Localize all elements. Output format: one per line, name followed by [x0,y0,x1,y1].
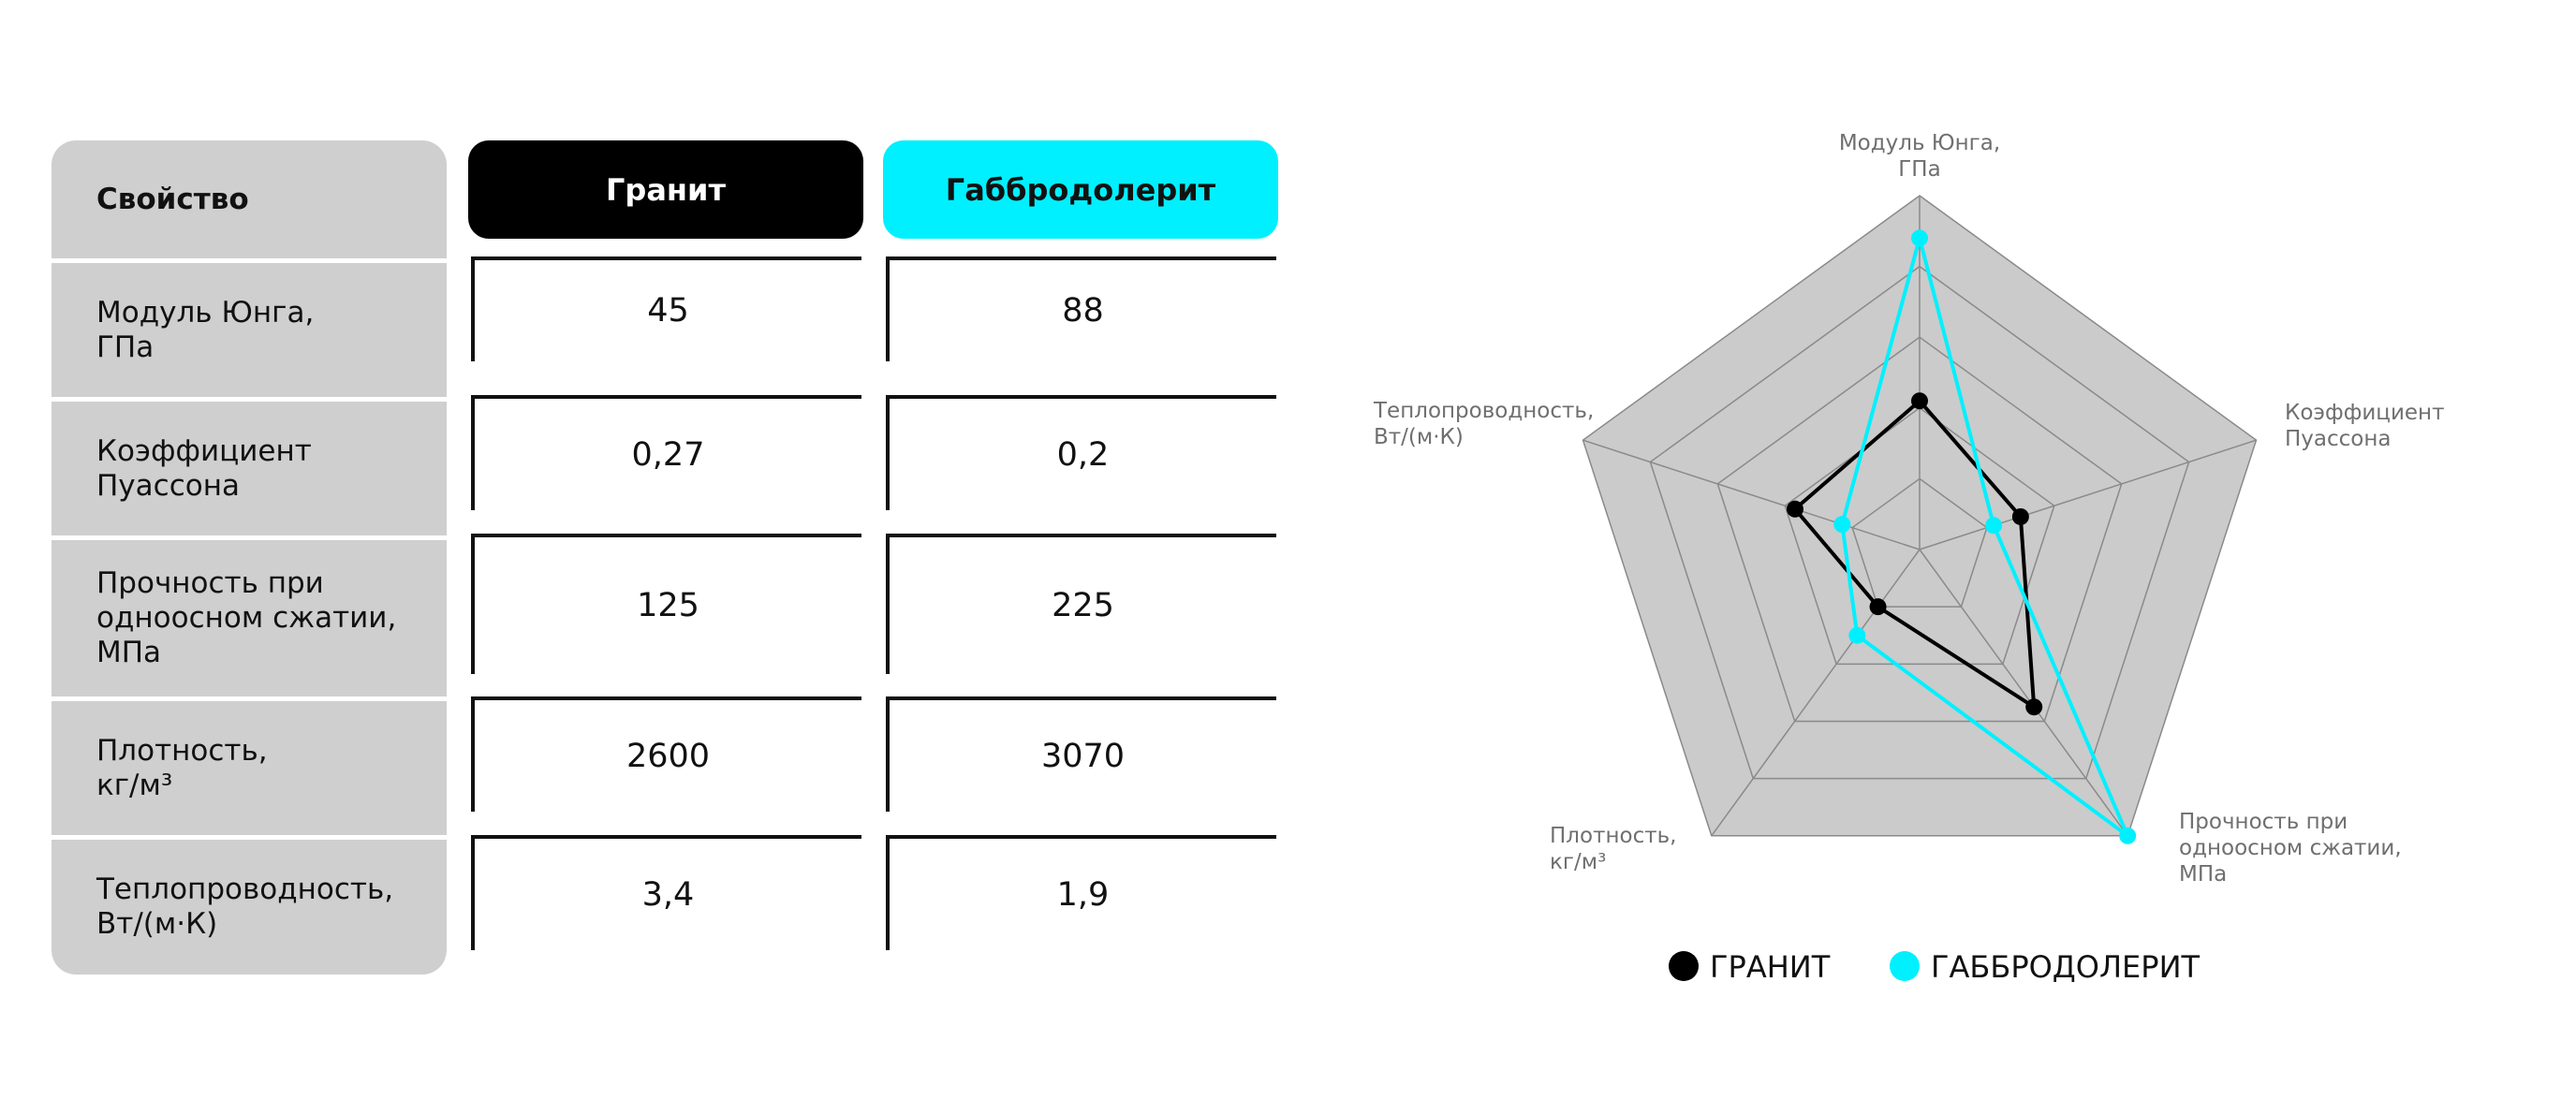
granite-value-density: 2600 [471,696,861,812]
granite-value-thermal-conductivity: 3,4 [471,835,861,950]
property-label-thermal-conductivity: Теплопроводность, Вт/(м·К) [96,872,394,941]
series-1-point-1 [1985,517,2003,535]
property-label-density: Плотность, кг/м³ [96,733,268,802]
series-0-point-3 [1869,598,1887,616]
series-0-point-2 [2025,698,2043,716]
property-label-young-modulus: Модуль Юнга, ГПа [96,295,315,364]
property-header: Свойство [96,182,249,216]
gabbrodolerite-value-density: 3070 [886,696,1276,812]
gabbrodolerite-value-young-modulus: 88 [886,257,1276,361]
gabbrodolerite-column-header: Габбродолерит [883,140,1278,239]
granite-column-header: Гранит [468,140,863,239]
series-1-point-2 [2119,827,2137,844]
row-divider [52,535,447,540]
row-divider [52,696,447,701]
series-1-point-4 [1833,516,1851,534]
series-0-point-0 [1911,392,1928,410]
granite-value-compressive-strength: 125 [471,534,861,674]
property-column: Свойство Модуль Юнга, ГПа Коэффициент Пу… [52,140,447,975]
series-1-line [1840,236,2130,838]
series-0-point-1 [2011,507,2029,525]
axis-label-3: Плотность,кг/м³ [1550,824,1676,874]
legend-label-1: ГАББРОДОЛЕРИТ [1931,949,2201,985]
row-divider [52,397,447,402]
row-divider [52,835,447,840]
grid-ring [1784,406,2055,666]
grid-ring [1716,336,2123,723]
legend-marker-0 [1669,951,1699,981]
properties-table: Свойство Модуль Юнга, ГПа Коэффициент Пу… [52,140,1278,975]
grid-ring [1649,265,2190,780]
grid-spoke [1582,439,1921,550]
row-divider [52,258,447,263]
grid-spoke [1919,549,2128,837]
axis-label-4: Теплопроводность,Вт/(м·К) [1373,399,1594,449]
series-1-point-3 [1848,626,1866,644]
series-0-point-4 [1786,500,1803,518]
legend-label-0: ГРАНИТ [1710,949,1831,985]
grid-spoke [1711,549,1921,837]
granite-value-young-modulus: 45 [471,257,861,361]
series-1-point-0 [1911,229,1928,247]
property-label-compressive-strength: Прочность при одноосном сжатии, МПа [96,566,397,669]
radar-series [1786,229,2137,844]
chart-legend: ГРАНИТ ГАББРОДОЛЕРИТ [1669,949,2201,985]
gabbrodolerite-value-poisson-ratio: 0,2 [886,395,1276,510]
property-label-poisson-ratio: Коэффициент Пуассона [96,433,312,503]
gabbrodolerite-value-thermal-conductivity: 1,9 [886,835,1276,950]
legend-marker-1 [1890,951,1920,981]
gabbrodolerite-value-compressive-strength: 225 [886,534,1276,674]
series-0-line [1792,399,2037,710]
grid-ring [1851,477,1988,608]
grid-spoke [1919,439,2257,550]
granite-value-poisson-ratio: 0,27 [471,395,861,510]
axis-label-0: Модуль Юнга,ГПа [1839,131,2000,182]
radar-grid [1582,195,2258,837]
